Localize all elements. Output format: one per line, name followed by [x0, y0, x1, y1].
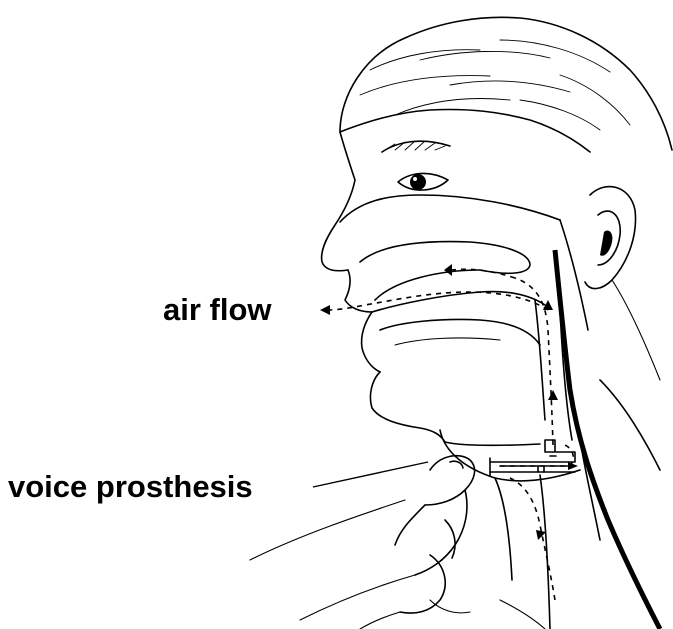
nasal-cavity: [340, 195, 560, 312]
trachea: [440, 430, 600, 629]
prosthesis-leader-line: [313, 462, 428, 487]
eye: [382, 141, 450, 190]
voice-prosthesis-label: voice prosthesis: [8, 471, 253, 502]
ear: [585, 187, 660, 380]
face-profile: [322, 132, 540, 445]
air-flow-arrows: [320, 264, 578, 540]
oral-cavity: [380, 319, 540, 345]
hair: [340, 17, 672, 152]
hand: [250, 456, 475, 629]
neck-outline: [500, 600, 545, 629]
air-flow-label: air flow: [163, 294, 272, 325]
spine-line: [555, 220, 660, 629]
